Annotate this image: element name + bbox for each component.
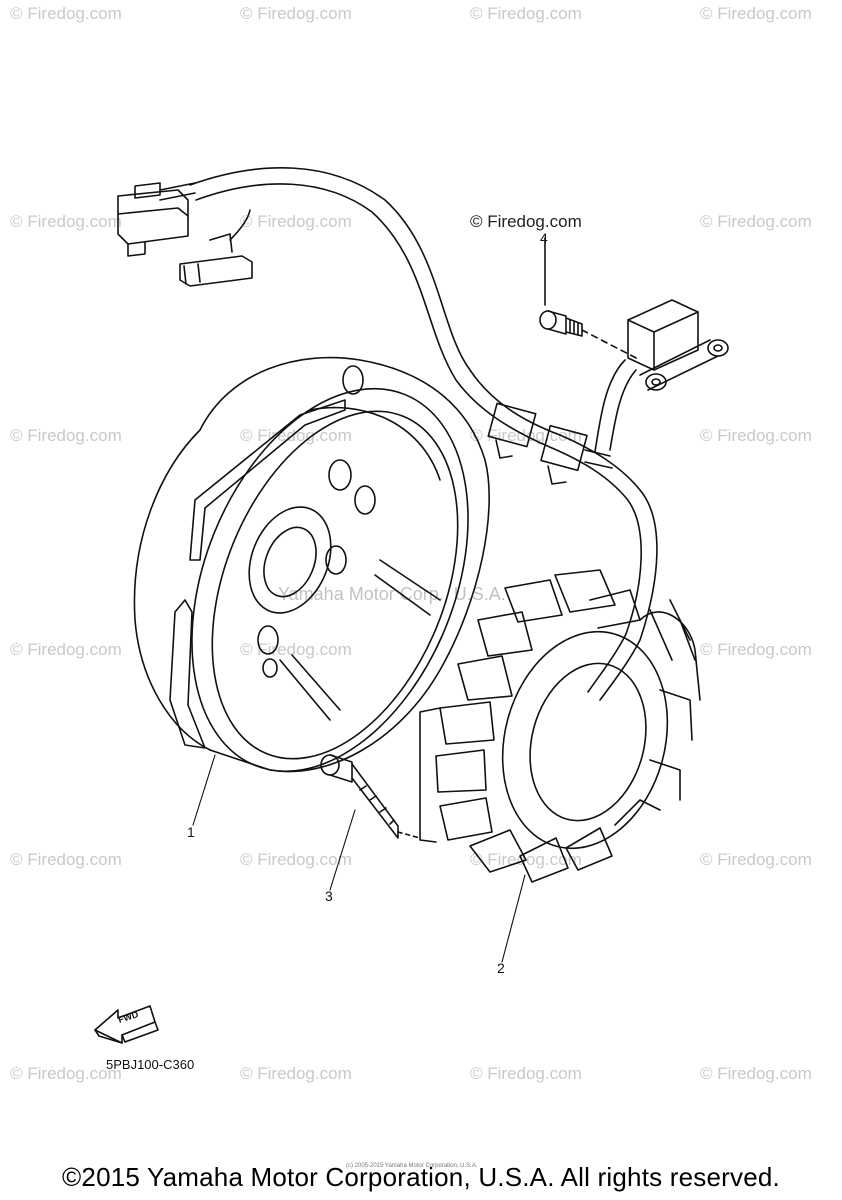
leader-lines (192, 754, 526, 963)
watermark: © Firedog.com (10, 1064, 122, 1083)
watermark: © Firedog.com (470, 1064, 582, 1083)
watermark: © Firedog.com (240, 850, 352, 869)
callout-1: 1 (187, 824, 195, 840)
watermark: © Firedog.com (700, 4, 812, 23)
bolt-3 (320, 754, 421, 839)
screw-4 (539, 237, 641, 361)
copyright-footer: ©2015 Yamaha Motor Corporation, U.S.A. A… (62, 1162, 780, 1192)
stator-coil (419, 569, 701, 883)
watermark: © Firedog.com (240, 4, 352, 23)
watermark: © Firedog.com (10, 4, 122, 23)
callout-2: 2 (497, 960, 505, 976)
flywheel-rotor (133, 356, 490, 773)
watermark: © Firedog.com (240, 212, 352, 231)
watermark: © Firedog.com (10, 212, 122, 231)
watermark: © Firedog.com (700, 850, 812, 869)
fwd-arrow-icon (94, 1005, 159, 1044)
pickup-sensor (627, 299, 729, 391)
callout-4: 4 (540, 230, 548, 246)
watermark: © Firedog.com (700, 1064, 812, 1083)
diagram-code: 5PBJ100-C360 (106, 1057, 195, 1072)
watermark: © Firedog.com (10, 850, 122, 869)
watermark: © Firedog.com (10, 426, 122, 445)
watermark: © Firedog.com (700, 212, 812, 231)
watermark: © Firedog.com (700, 640, 812, 659)
wire-harness (189, 167, 658, 701)
callout-3: 3 (325, 888, 333, 904)
watermark: © Firedog.com (10, 640, 122, 659)
watermark: © Firedog.com (240, 1064, 352, 1083)
watermark: © Firedog.com (700, 426, 812, 445)
harness-connector (117, 182, 196, 257)
watermark: © Firedog.com (470, 4, 582, 23)
inline-connector (487, 402, 613, 485)
tiny-notice: (c) 2005-2015 Yamaha Motor Corporation, … (346, 1163, 478, 1169)
firedog-label: © Firedog.com (470, 212, 582, 231)
small-connector (179, 209, 253, 287)
